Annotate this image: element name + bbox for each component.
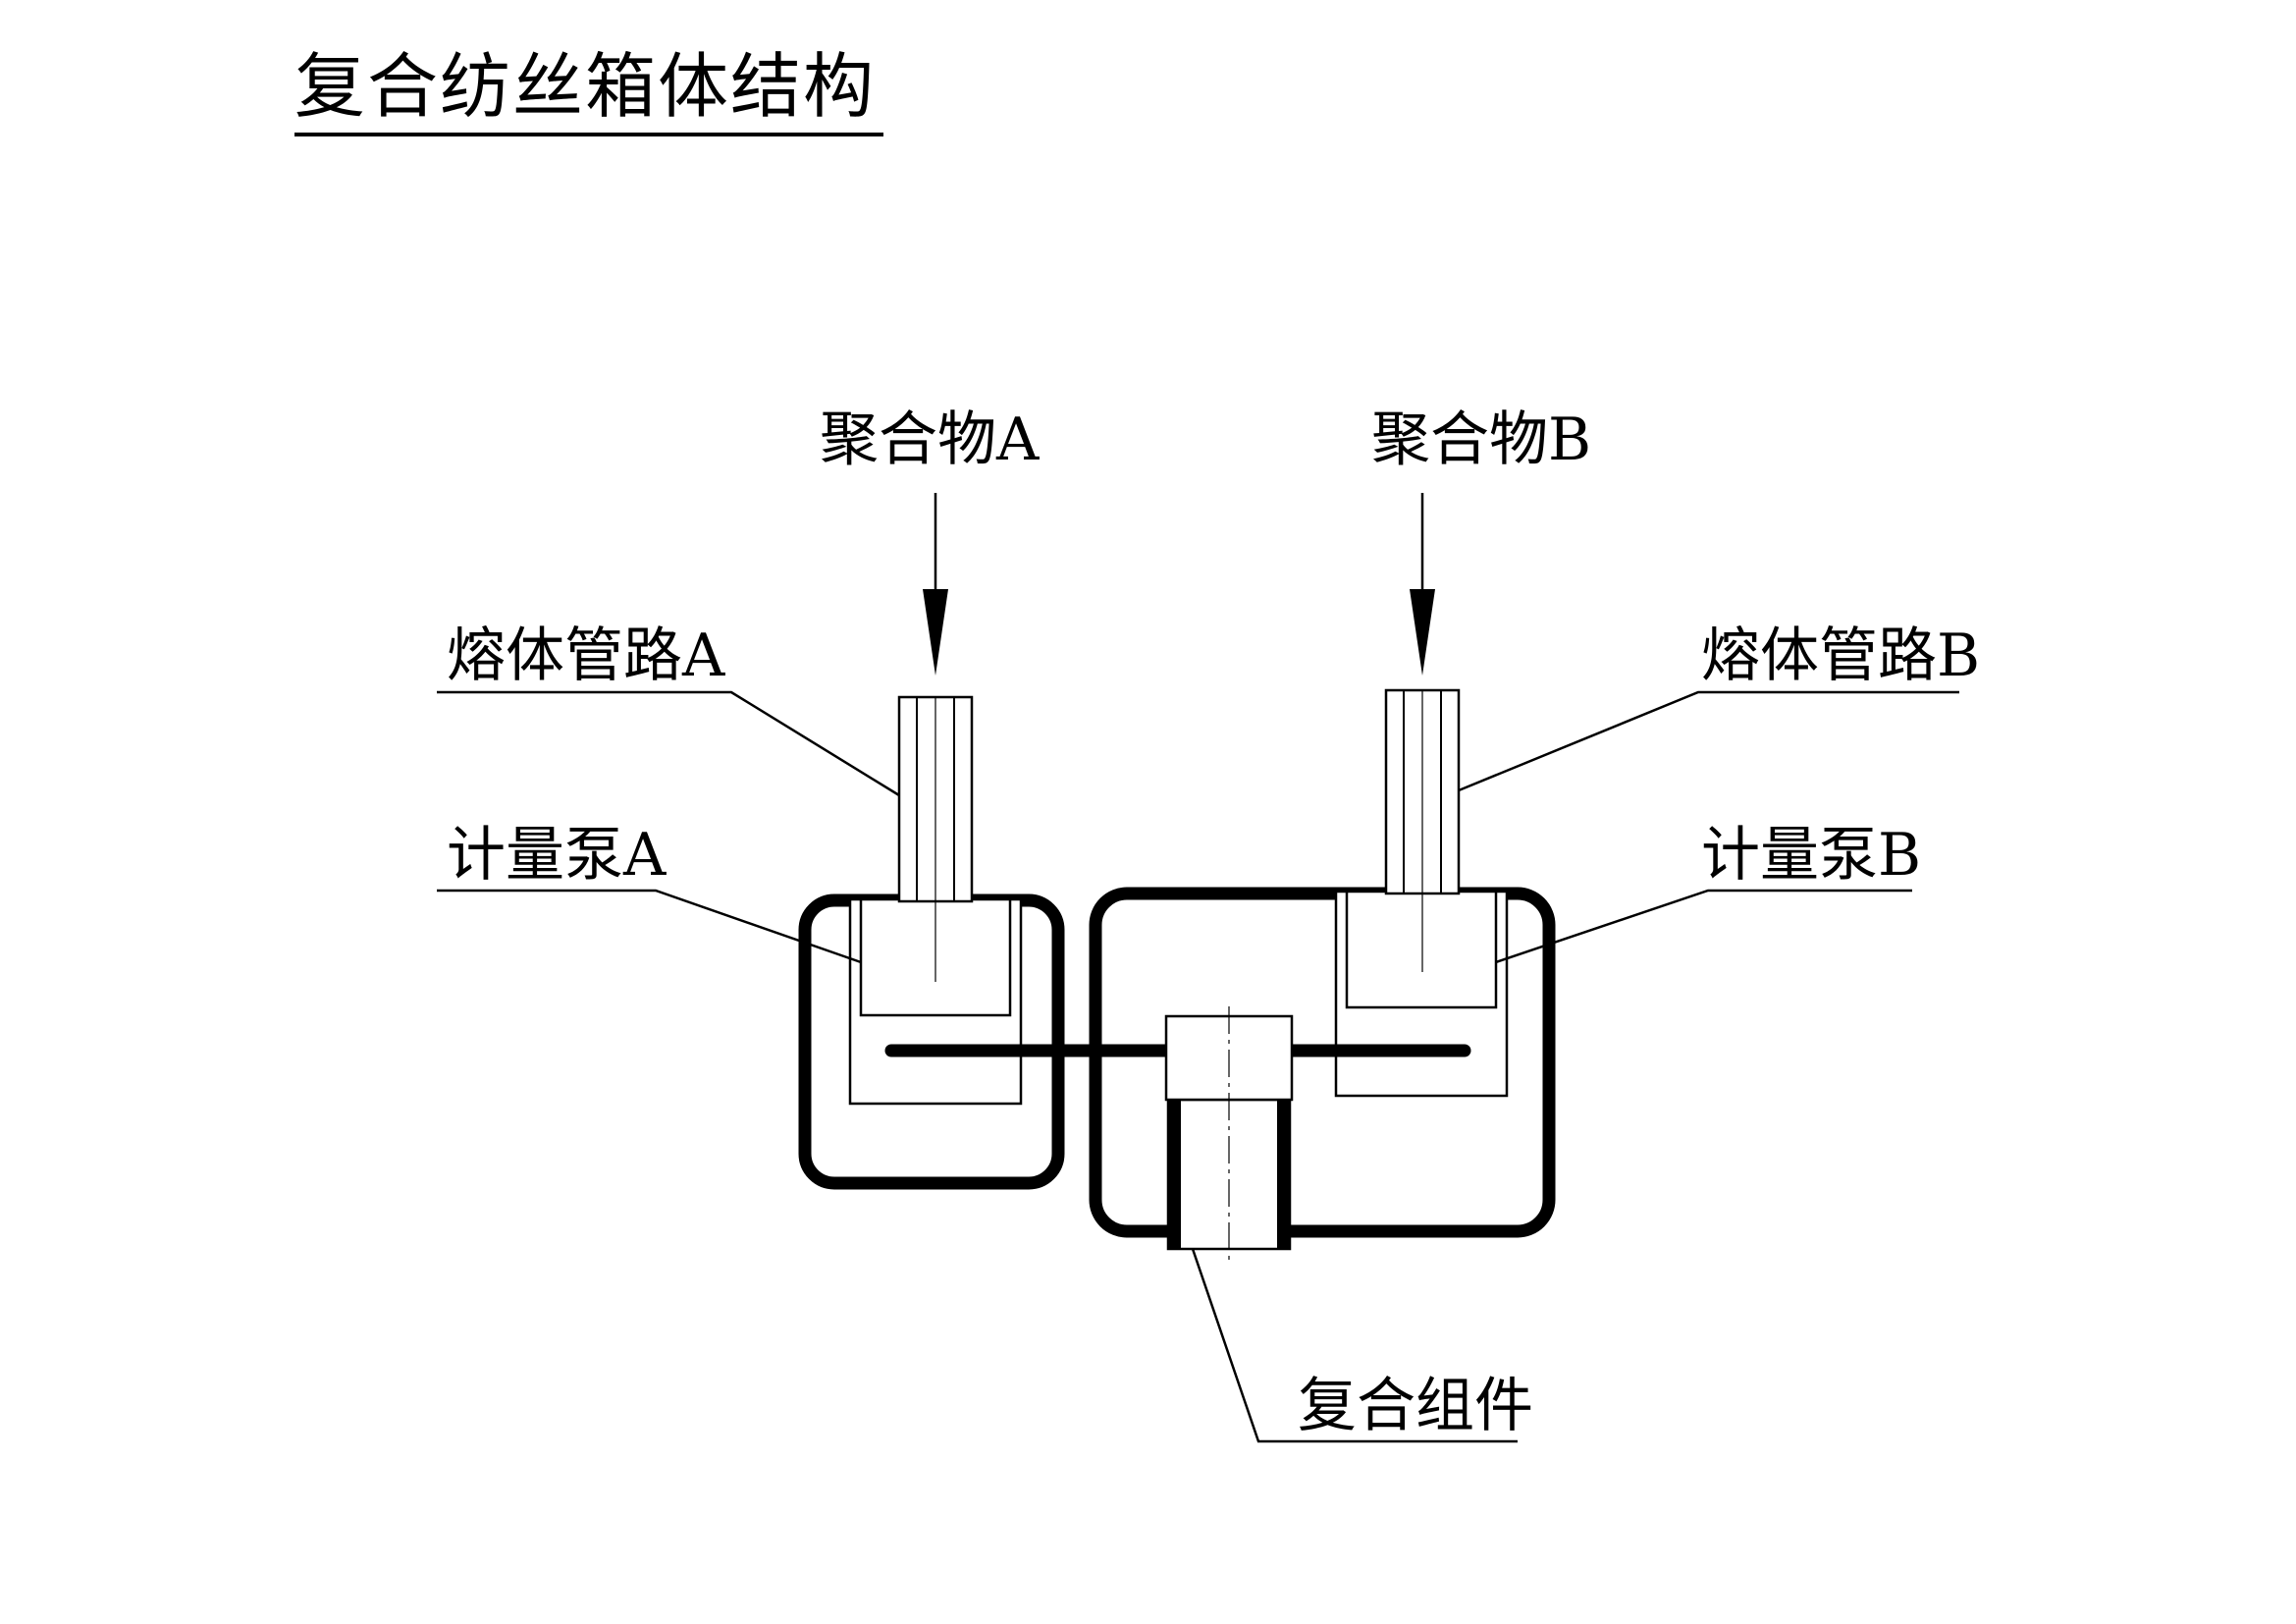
leader-melt-pipe-b [1458,690,1959,792]
spin-box-b [1089,887,1556,1238]
page-title: 复合纺丝箱体结构 [294,45,877,128]
leader-metering-pump-b [1495,889,1912,964]
label-composite-assembly: 复合组件 [1298,1372,1533,1440]
label-polymer-b: 聚合物B [1371,406,1591,474]
label-metering-pump-b: 计量泵B [1701,821,1921,890]
melt-pipe-b [1384,688,1461,895]
polymer-a-arrow [923,493,948,676]
melt-pipe-a [897,695,974,903]
leader-composite-assembly [1191,1248,1518,1443]
polymer-b-arrow [1410,493,1435,676]
label-metering-pump-a: 计量泵A [447,821,667,890]
leader-melt-pipe-a [437,690,900,797]
metering-pump-b-head [1345,890,1498,1009]
leader-metering-pump-a [437,889,862,964]
label-melt-pipe-a: 熔体管路A [447,622,725,690]
label-polymer-a: 聚合物A [820,406,1040,474]
label-melt-pipe-b: 熔体管路B [1701,622,1980,690]
title-underline [294,133,883,136]
